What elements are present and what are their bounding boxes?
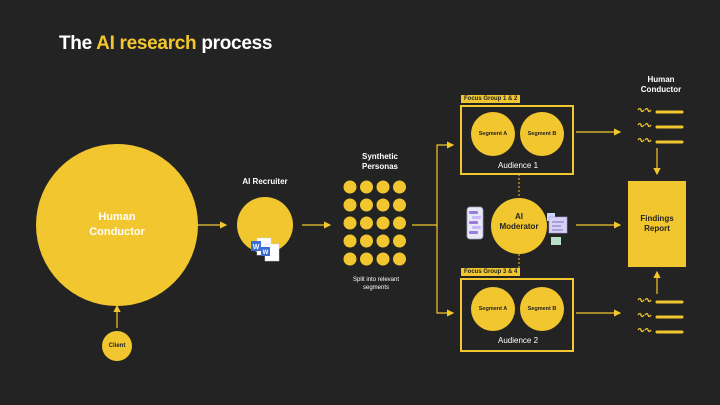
client-label: Client bbox=[108, 343, 126, 349]
title-highlight: AI research bbox=[96, 33, 197, 54]
persona-dots bbox=[343, 180, 406, 266]
segment-a-node-2 bbox=[471, 287, 515, 331]
arrow-to-focus-group-2 bbox=[436, 225, 455, 317]
human-conductor-right-label: Human Conductor bbox=[640, 75, 682, 94]
svg-text:W: W bbox=[253, 244, 260, 251]
persona-grid bbox=[343, 180, 409, 266]
findings-report-node bbox=[628, 181, 686, 267]
segment-b-node-1 bbox=[520, 112, 564, 156]
human-conductor-label: Human Conductor bbox=[89, 211, 145, 238]
segment-b-label-2: Segment B bbox=[527, 306, 557, 312]
title-part-1: The bbox=[59, 33, 97, 54]
word-document-icon: W W bbox=[251, 237, 280, 262]
phone-chat-icon bbox=[466, 206, 484, 240]
ai-recruiter-label: AI Recruiter bbox=[242, 177, 288, 186]
ai-moderator-label: AI Moderator bbox=[499, 212, 539, 231]
focus-group-2-tag: Focus Group 3 & 4 bbox=[461, 268, 521, 276]
segment-a-label-1: Segment A bbox=[478, 131, 508, 137]
findings-report-label: Findings Report bbox=[640, 214, 674, 233]
ai-moderator-node bbox=[491, 198, 547, 254]
segment-b-label-1: Segment B bbox=[527, 131, 557, 137]
client-node bbox=[102, 331, 132, 361]
title-part-2: process bbox=[196, 33, 273, 54]
synthetic-personas-label: Synthetic Personas bbox=[361, 152, 399, 171]
split-caption: Split into relevant segments bbox=[352, 277, 400, 291]
svg-text:W: W bbox=[263, 250, 269, 256]
focus-group-1-box bbox=[460, 105, 574, 175]
focus-group-1-tag: Focus Group 1 & 2 bbox=[461, 95, 521, 103]
segment-a-label-2: Segment A bbox=[478, 306, 508, 312]
segment-b-node-2 bbox=[520, 287, 564, 331]
page-title: The AI research process bbox=[59, 33, 272, 55]
transcript-icon bbox=[637, 107, 684, 334]
chart-panel-icon bbox=[547, 213, 568, 245]
arrow-to-focus-group-1 bbox=[412, 141, 455, 226]
human-conductor-node bbox=[36, 144, 198, 306]
focus-group-2-box bbox=[460, 278, 574, 352]
audience-1-label: Audience 1 bbox=[497, 161, 539, 170]
segment-a-node-1 bbox=[471, 112, 515, 156]
audience-2-label: Audience 2 bbox=[497, 336, 539, 345]
